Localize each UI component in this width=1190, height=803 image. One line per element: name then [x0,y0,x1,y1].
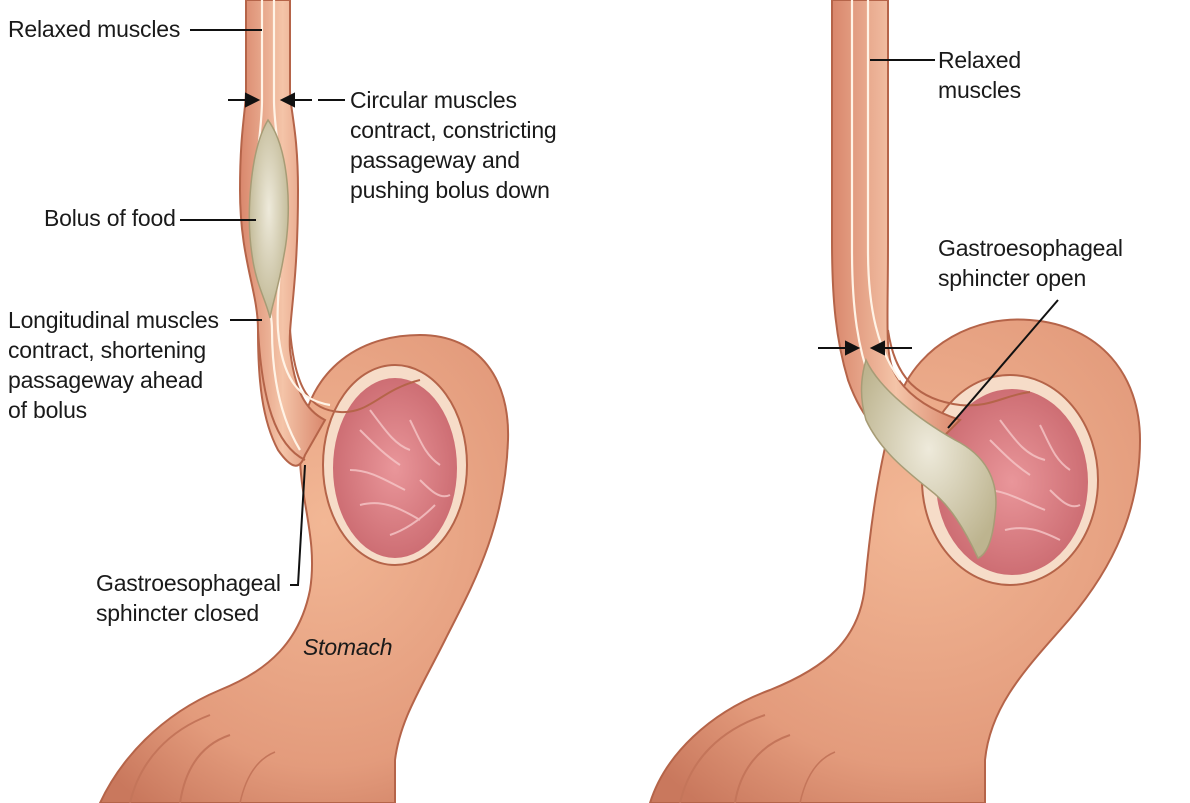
label-sphincter-open: Gastroesophageal sphincter open [938,233,1123,293]
label-stomach: Stomach [303,632,392,662]
label-sphincter-closed: Gastroesophageal sphincter closed [96,568,281,628]
label-relaxed-muscles-right: Relaxed muscles [938,45,1021,105]
label-longitudinal-muscles: Longitudinal muscles contract, shortenin… [8,305,219,425]
label-circular-muscles: Circular muscles contract, constricting … [350,85,557,205]
label-relaxed-muscles-left: Relaxed muscles [8,14,180,44]
label-bolus-of-food: Bolus of food [44,203,176,233]
